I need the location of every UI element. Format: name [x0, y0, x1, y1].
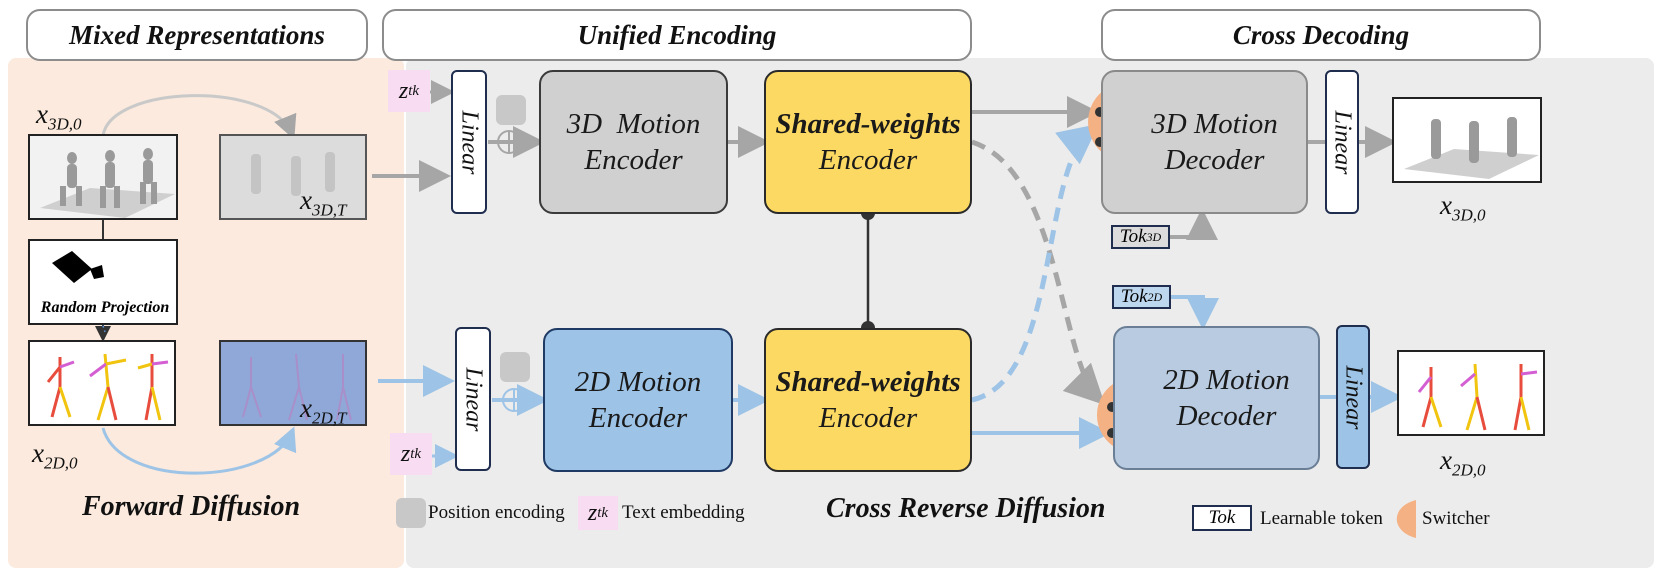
- x2d0-output-image: [1397, 350, 1545, 436]
- 2d-skeleton-figures: [46, 353, 169, 421]
- x2d0-output-label: x2D,0: [1440, 445, 1486, 480]
- legend-position-encoding-icon: [396, 498, 426, 528]
- x3d0-label: x3D,0: [36, 99, 82, 134]
- legend-text-embedding-label: Text embedding: [622, 502, 745, 523]
- x2d0-label: x2D,0: [32, 438, 78, 473]
- x3dT-image: [219, 134, 367, 220]
- 2d-skeleton-output-figures: [1417, 363, 1538, 431]
- x3d0-output-image: [1392, 97, 1542, 183]
- forward-arrow-2d: [101, 426, 297, 475]
- 3d-motion-figures: [40, 148, 175, 218]
- camera-icon: [52, 251, 104, 283]
- legend-switcher-icon: [1396, 500, 1416, 538]
- x3d0-image: [28, 134, 178, 220]
- noisy-3d-motion-figures: [251, 152, 335, 196]
- shared2d-cross-to-dec3d: [971, 123, 1099, 403]
- random-projection-label: Random Projection: [40, 299, 170, 316]
- legend-learnable-token-label: Learnable token: [1260, 508, 1383, 529]
- x2dT-image: [219, 340, 367, 426]
- legend-switcher-label: Switcher: [1422, 508, 1490, 529]
- linear-in-2d: Linear: [455, 327, 491, 471]
- random-projection-box: Random Projection: [28, 239, 178, 325]
- header-unified-encoding: Unified Encoding: [382, 9, 972, 61]
- header-mixed-representations: Mixed Representations: [26, 9, 368, 61]
- linear-in-3d: Linear: [451, 70, 487, 214]
- x2d0-image: [28, 340, 176, 426]
- shared3d-cross-to-dec2d: [971, 139, 1106, 406]
- linear-out-3d: Linear: [1325, 70, 1359, 214]
- header-cross-decoding: Cross Decoding: [1101, 9, 1541, 61]
- forward-arrow-3d: [101, 94, 297, 140]
- 3d-motion-output-figures: [1404, 117, 1539, 179]
- x3d0-output-label: x3D,0: [1440, 190, 1486, 225]
- legend-tok-icon: Tok: [1192, 505, 1252, 531]
- position-encoding-icon-3d: [496, 95, 526, 125]
- x3dT-label: x3D,T: [300, 185, 347, 220]
- x2dT-label: x2D,T: [300, 393, 347, 428]
- legend-position-encoding-label: Position encoding: [428, 502, 565, 523]
- position-encoding-icon-2d: [500, 352, 530, 382]
- noisy-2d-skeleton-figures: [242, 353, 352, 421]
- cross-reverse-diffusion-title: Cross Reverse Diffusion: [826, 493, 1106, 524]
- tok3d-arrow: [1170, 208, 1218, 240]
- tok2d-arrow: [1171, 295, 1219, 330]
- linear-out-2d: Linear: [1336, 325, 1370, 469]
- forward-diffusion-title: Forward Diffusion: [82, 491, 301, 522]
